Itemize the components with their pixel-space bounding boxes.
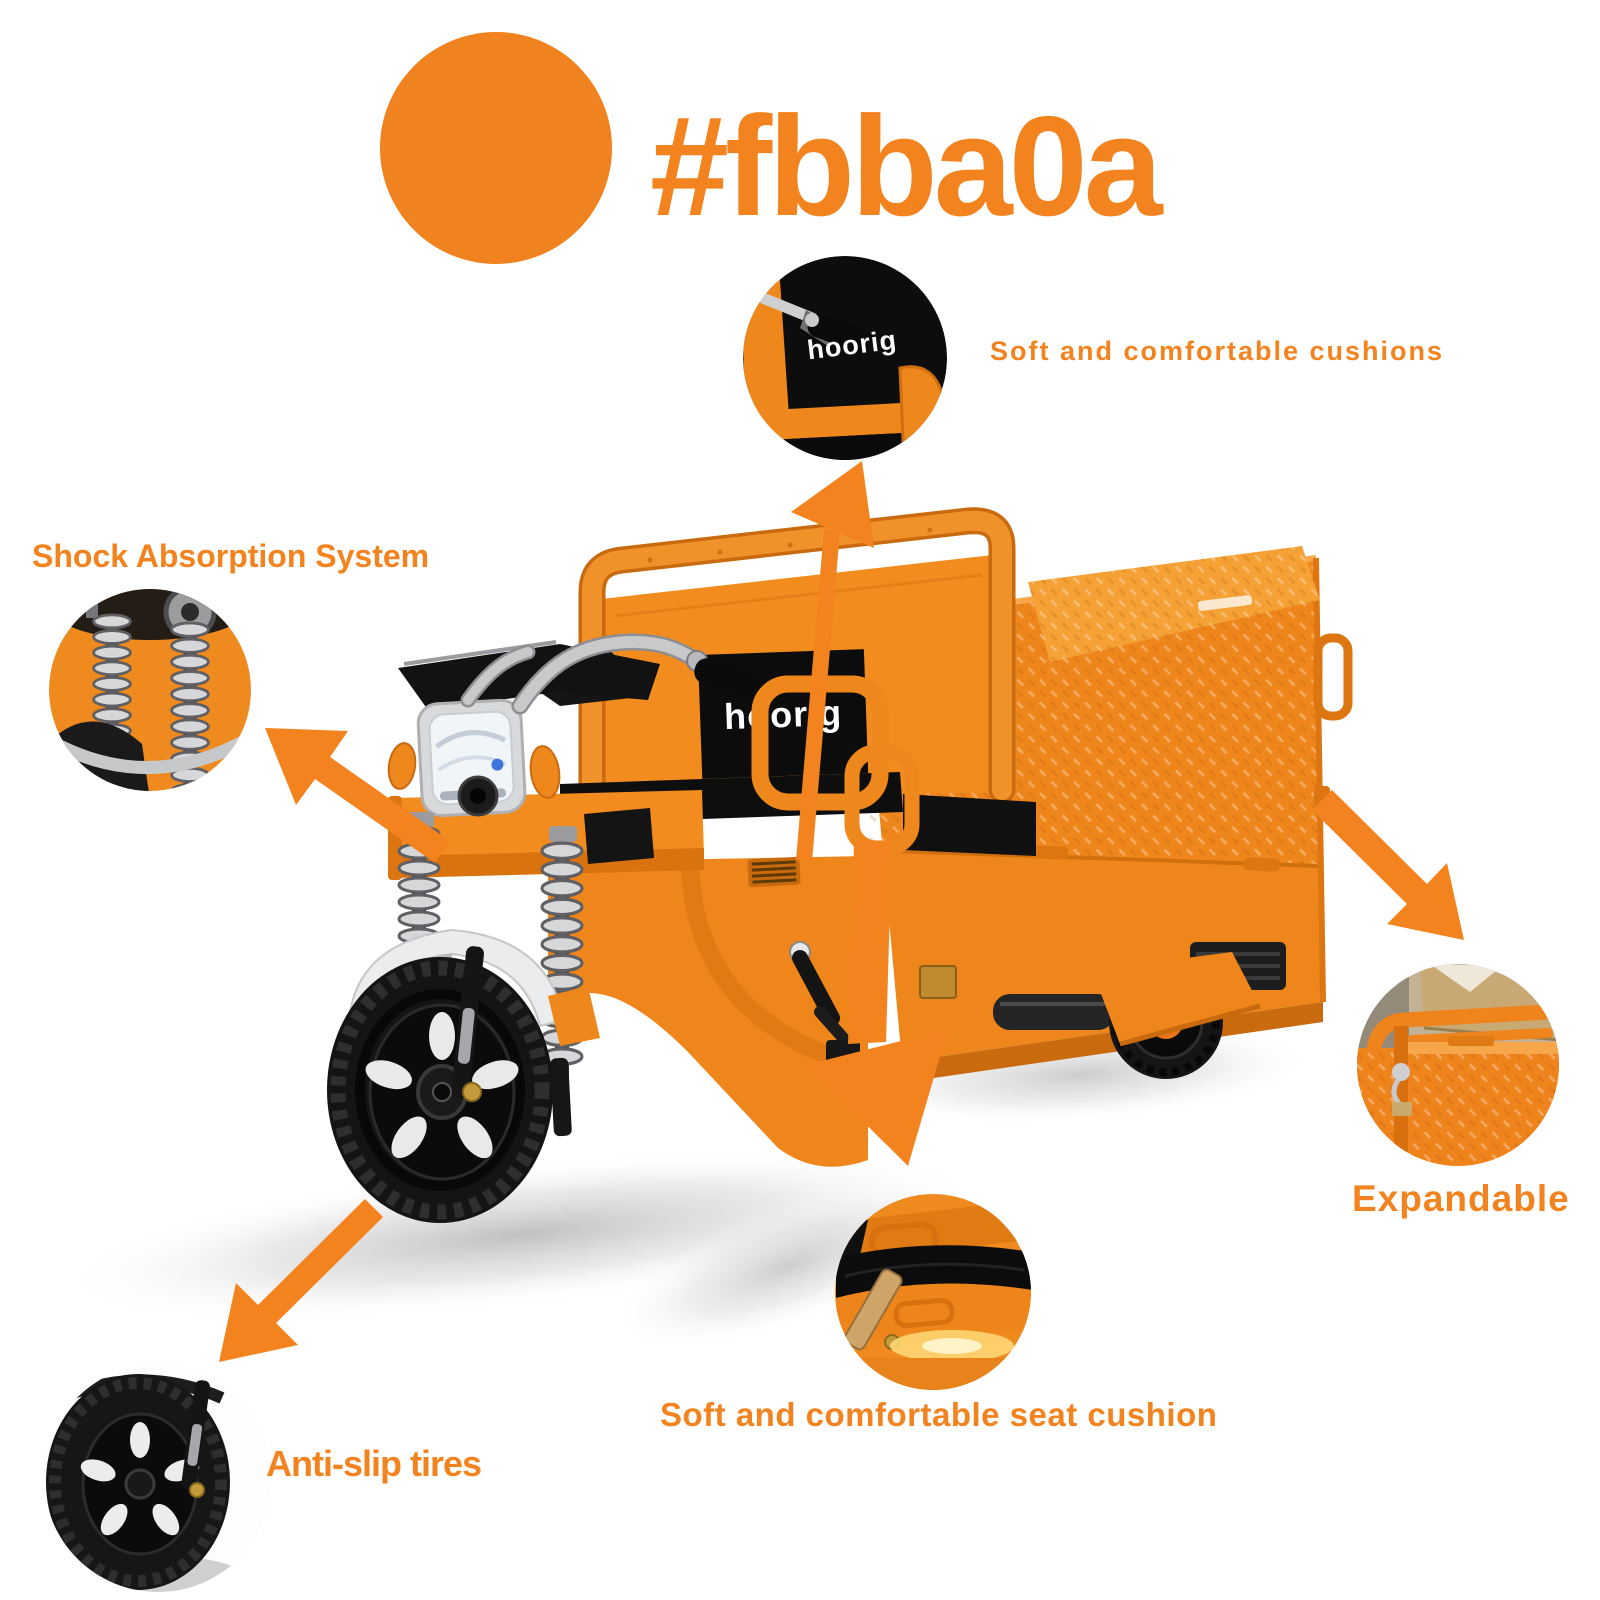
hex-color-label: #fbba0a <box>650 87 1163 246</box>
arrow-to-seat-callout <box>806 840 948 1166</box>
front-wheel <box>327 946 553 1223</box>
chassis-body <box>548 856 870 1167</box>
electric-cargo-tricycle: hoorig <box>327 507 1353 1223</box>
front-fork <box>451 946 484 1098</box>
tire-callout-photo <box>44 1364 272 1592</box>
shock-absorption-caption: Shock Absorption System <box>32 538 430 574</box>
rear-fender <box>1092 952 1261 1047</box>
arrow-to-tire-callout <box>219 1199 383 1362</box>
cushions-caption: Soft and comfortable cushions <box>990 336 1445 366</box>
seat-cushion-callout-photo <box>835 1194 1031 1390</box>
cargo-box-top-lid <box>1028 546 1320 662</box>
annotation-arrows <box>219 461 1464 1362</box>
cushion-callout-photo: hoorig <box>743 256 947 460</box>
left-turn-signal <box>387 742 417 790</box>
expandable-callout-photo <box>1357 964 1559 1166</box>
headlight <box>416 698 527 818</box>
anti-slip-tires-caption: Anti-slip tires <box>266 1443 482 1484</box>
handlebar <box>460 633 760 715</box>
expandable-caption: Expandable <box>1352 1178 1570 1219</box>
color-swatch-circle <box>380 32 612 264</box>
shock-absorber-callout-photo <box>49 589 251 791</box>
arrow-to-cushions-callout <box>791 461 874 862</box>
handlebar-grip-closeup <box>752 290 818 324</box>
seat-cushion-caption: Soft and comfortable seat cushion <box>660 1396 1218 1433</box>
arrow-to-shock-callout <box>265 728 450 863</box>
right-turn-signal <box>529 745 561 799</box>
handlebar-grip <box>694 658 760 697</box>
arrow-to-expandable-callout <box>1312 790 1464 940</box>
